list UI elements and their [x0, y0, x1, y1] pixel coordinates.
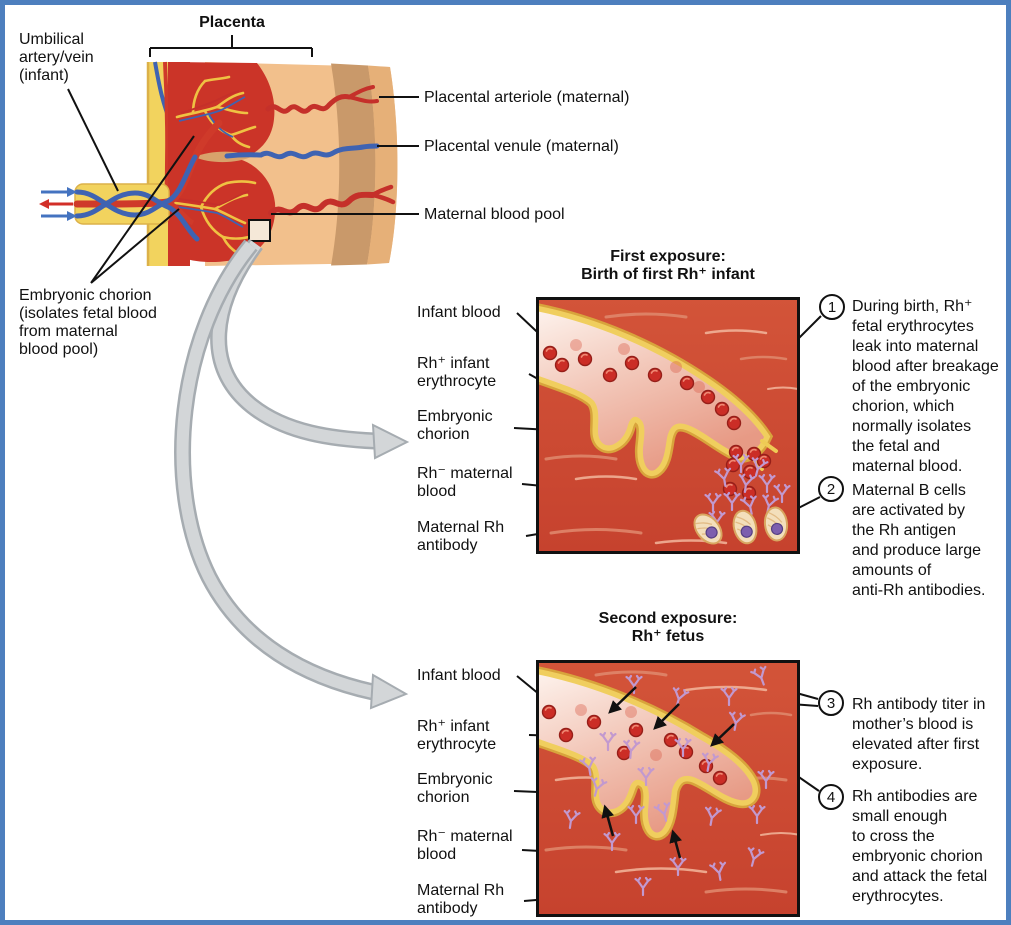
blood-streaks — [544, 312, 799, 545]
placenta-illustration — [39, 61, 398, 266]
inset-square-marker — [248, 219, 271, 242]
zoom-arrow-second — [174, 239, 409, 710]
placental-arteriole-vessel — [265, 94, 352, 114]
second-exposure-scene — [536, 660, 800, 917]
maternal-vessels — [224, 85, 396, 216]
second-exposure-title: Second exposure:Rh⁺ fetus — [598, 610, 738, 645]
panel2-label-infant-blood: Infant blood — [417, 667, 501, 684]
placental-venule-vessel — [224, 143, 380, 160]
annotation-3-number: 3 — [826, 694, 836, 712]
first-exposure-panel-border — [536, 297, 800, 554]
annotation-2-number: 2 — [826, 480, 836, 498]
blood-pool-label: Maternal blood pool — [424, 206, 565, 223]
annotation-1-number: 1 — [827, 298, 837, 316]
diagram-graphics — [39, 35, 822, 917]
annotation-4-number: 4 — [826, 788, 836, 806]
arteriole-label: Placental arteriole (maternal) — [424, 89, 630, 106]
cord-flow-arrows — [39, 187, 77, 221]
panel1-label-infant-blood: Infant blood — [417, 304, 501, 321]
venule-label: Placental venule (maternal) — [424, 138, 619, 155]
infant-erythrocytes — [542, 339, 742, 431]
first-exposure-title: First exposure:Birth of first Rh⁺ infant — [581, 248, 755, 283]
zoom-arrow-first — [210, 238, 410, 460]
annotation-2-marker: 2 — [818, 476, 844, 502]
first-exposure-scene — [536, 297, 800, 554]
infant-erythrocytes — [541, 704, 728, 786]
antibody-crossing-arrows — [601, 686, 735, 859]
chorion-and-infant-blood — [536, 302, 778, 479]
placenta-bracket — [149, 35, 313, 57]
annotation-1-marker: 1 — [819, 294, 845, 320]
chorion-and-infant-blood — [536, 665, 761, 841]
placenta-label: Placenta — [199, 14, 265, 31]
annotation-4-marker: 4 — [818, 784, 844, 810]
second-exposure-panel-border — [536, 660, 800, 917]
villi-upper — [175, 75, 257, 149]
maternal-blood-pool-vessel — [268, 191, 376, 216]
annotation-3-marker: 3 — [818, 690, 844, 716]
